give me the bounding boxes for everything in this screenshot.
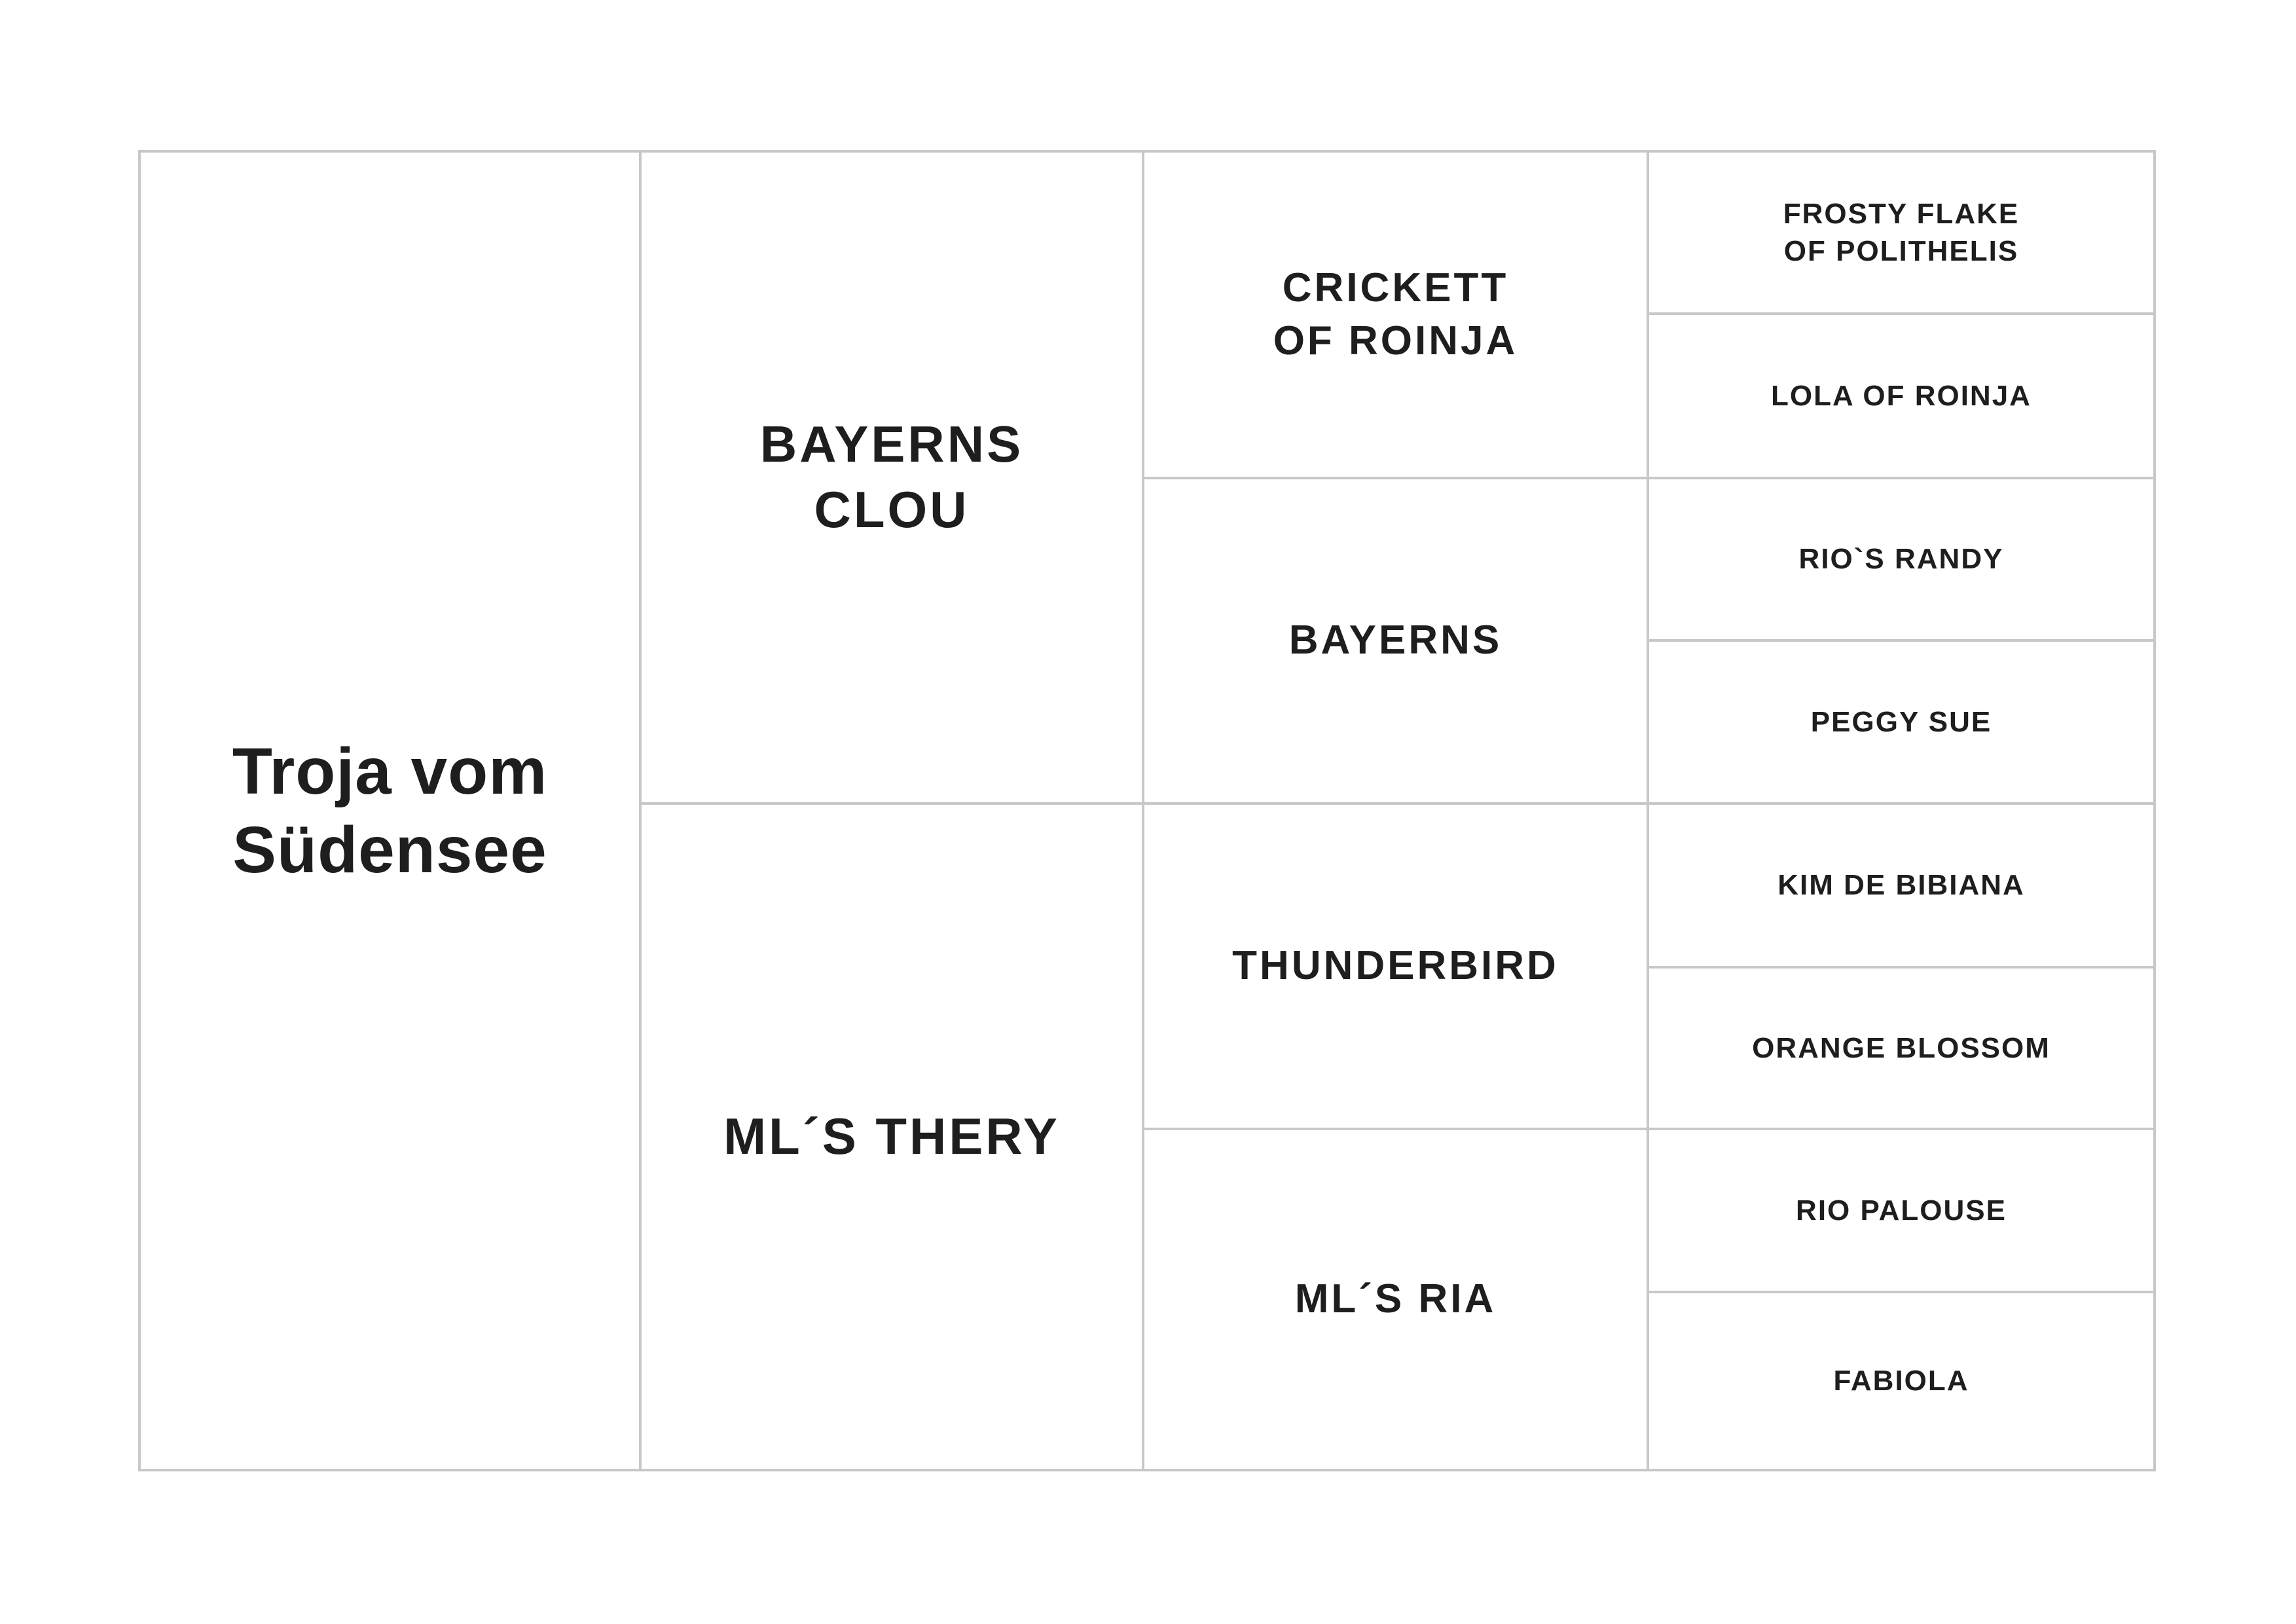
great-grandparent-name: FABIOLA	[1833, 1365, 1969, 1397]
great-grandparent-name: RIO`S RANDY	[1798, 543, 2004, 576]
subject-name: Troja vom Südensee	[232, 735, 548, 887]
grandparent-cell: THUNDERBIRD	[1142, 802, 1649, 1130]
great-grandparent-cell: KIM DE BIBIANA	[1647, 802, 2156, 969]
parent-name: BAYERNS CLOU	[759, 415, 1024, 538]
grandparent-name: BAYERNS	[1288, 618, 1503, 663]
great-grandparent-cell: ORANGE BLOSSOM	[1647, 966, 2156, 1130]
great-grandparent-name: FROSTY FLAKE OF POLITHELIS	[1783, 197, 2020, 267]
great-grandparent-name: KIM DE BIBIANA	[1777, 869, 2025, 902]
grandparent-cell: ML´S RIA	[1142, 1128, 1649, 1471]
parent-cell-dam: ML´S THERY	[639, 802, 1144, 1471]
great-grandparent-cell: RIO PALOUSE	[1647, 1128, 2156, 1293]
grandparent-cell: BAYERNS	[1142, 477, 1649, 805]
great-grandparent-cell: RIO`S RANDY	[1647, 477, 2156, 642]
grandparent-name: ML´S RIA	[1294, 1276, 1497, 1322]
great-grandparent-name: PEGGY SUE	[1810, 705, 1992, 738]
parent-cell-sire: BAYERNS CLOU	[639, 150, 1144, 805]
great-grandparent-cell: LOLA OF ROINJA	[1647, 312, 2156, 479]
great-grandparent-cell: FABIOLA	[1647, 1291, 2156, 1471]
great-grandparent-name: RIO PALOUSE	[1796, 1194, 2007, 1227]
parent-name: ML´S THERY	[723, 1107, 1060, 1166]
grandparent-name: THUNDERBIRD	[1232, 943, 1559, 989]
subject-cell: Troja vom Südensee	[138, 150, 642, 1471]
great-grandparent-name: LOLA OF ROINJA	[1771, 379, 2032, 412]
great-grandparent-cell: PEGGY SUE	[1647, 639, 2156, 805]
great-grandparent-cell: FROSTY FLAKE OF POLITHELIS	[1647, 150, 2156, 315]
great-grandparent-name: ORANGE BLOSSOM	[1752, 1031, 2050, 1064]
grandparent-name: CRICKETT OF ROINJA	[1273, 265, 1518, 363]
grandparent-cell: CRICKETT OF ROINJA	[1142, 150, 1649, 479]
